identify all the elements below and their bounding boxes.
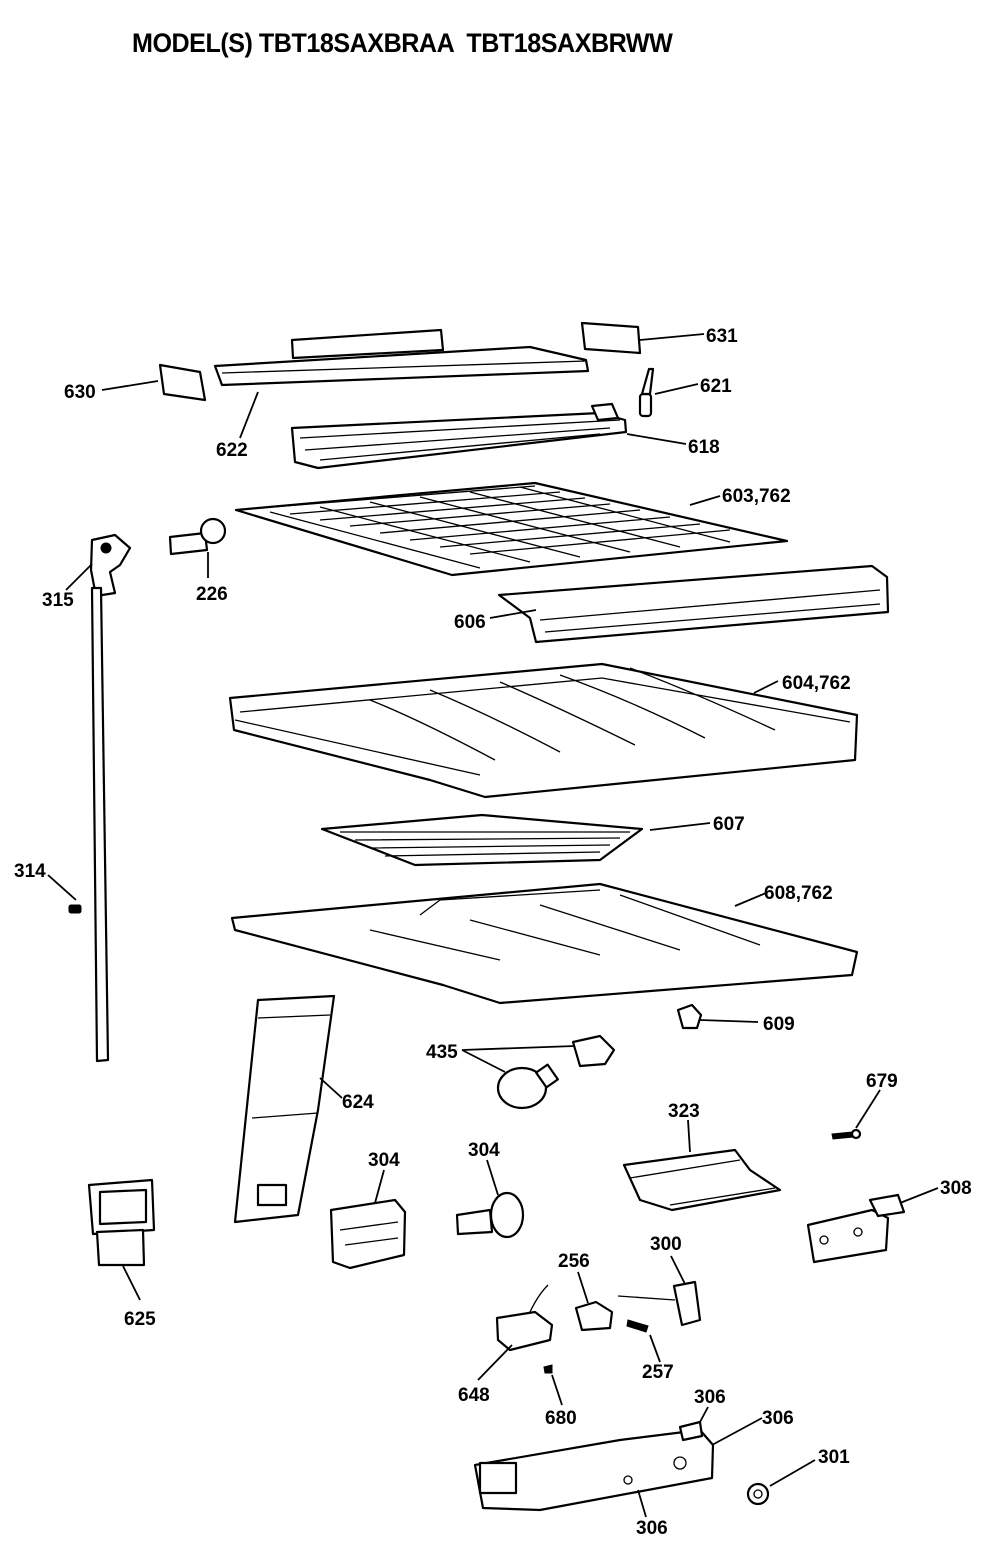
part-301-grommet bbox=[746, 1482, 770, 1506]
label-604-762: 604,762 bbox=[782, 673, 851, 694]
label-308: 308 bbox=[940, 1178, 972, 1199]
label-680: 680 bbox=[545, 1408, 577, 1429]
label-226: 226 bbox=[196, 584, 228, 605]
label-603-762: 603,762 bbox=[722, 486, 791, 507]
label-679: 679 bbox=[866, 1071, 898, 1092]
part-314-clip bbox=[68, 904, 82, 914]
part-625-switch bbox=[87, 1178, 156, 1267]
part-257-screw bbox=[626, 1319, 649, 1333]
leader-609 bbox=[699, 1019, 759, 1023]
label-609: 609 bbox=[763, 1014, 795, 1035]
leader-621 bbox=[654, 383, 699, 395]
part-621-pin bbox=[638, 367, 655, 418]
leader-631 bbox=[639, 333, 705, 341]
leader-603-762 bbox=[689, 495, 721, 506]
leader-618 bbox=[626, 433, 687, 445]
part-315-hinge bbox=[89, 533, 132, 598]
leader-314 bbox=[47, 874, 77, 901]
leader-257 bbox=[649, 1334, 661, 1363]
label-257: 257 bbox=[642, 1362, 674, 1383]
leader-606 bbox=[489, 609, 537, 619]
part-306-bracket bbox=[473, 1420, 715, 1512]
part-435-light-bulb bbox=[496, 1063, 559, 1110]
part-304-thermostat-housing bbox=[329, 1198, 407, 1270]
leader-306a bbox=[699, 1406, 709, 1423]
leader-256 bbox=[577, 1271, 589, 1304]
leader-306b bbox=[711, 1417, 763, 1446]
part-603-wire-shelf bbox=[234, 481, 789, 577]
label-306c: 306 bbox=[636, 1518, 668, 1539]
leader-306c bbox=[637, 1489, 647, 1518]
leader-301 bbox=[769, 1459, 816, 1487]
label-301: 301 bbox=[818, 1447, 850, 1468]
part-604-shelf bbox=[228, 662, 859, 799]
leader-435 bbox=[461, 1045, 576, 1073]
label-435: 435 bbox=[426, 1042, 458, 1063]
part-607-mesh-panel bbox=[320, 813, 644, 867]
part-679-screw bbox=[831, 1128, 862, 1140]
label-607: 607 bbox=[713, 814, 745, 835]
leader-323 bbox=[687, 1119, 691, 1153]
part-624-light-shield bbox=[233, 994, 336, 1224]
part-608-shelf bbox=[230, 882, 859, 1005]
leader-308 bbox=[899, 1187, 939, 1204]
part-435-socket bbox=[571, 1034, 616, 1068]
label-624: 624 bbox=[342, 1092, 374, 1113]
label-306a: 306 bbox=[694, 1387, 726, 1408]
leader-624 bbox=[319, 1077, 343, 1099]
label-323: 323 bbox=[668, 1101, 700, 1122]
leader-625 bbox=[122, 1265, 141, 1301]
part-308-bracket bbox=[806, 1193, 906, 1264]
part-648-motor bbox=[495, 1284, 554, 1352]
leader-315 bbox=[65, 563, 93, 591]
label-608-762: 608,762 bbox=[764, 883, 833, 904]
label-606: 606 bbox=[454, 612, 486, 633]
leader-300 bbox=[670, 1255, 686, 1285]
label-621: 621 bbox=[700, 376, 732, 397]
label-304a: 304 bbox=[368, 1150, 400, 1171]
leader-679 bbox=[855, 1089, 881, 1129]
label-315: 315 bbox=[42, 590, 74, 611]
leader-304b bbox=[486, 1159, 499, 1196]
leader-607 bbox=[649, 822, 711, 831]
part-680-screw bbox=[543, 1364, 553, 1374]
label-618: 618 bbox=[688, 437, 720, 458]
part-618-bracket bbox=[290, 402, 628, 470]
label-304b: 304 bbox=[468, 1140, 500, 1161]
part-300-compressor-part bbox=[617, 1280, 702, 1327]
label-625: 625 bbox=[124, 1309, 156, 1330]
leader-604-762 bbox=[753, 680, 779, 694]
leader-304a bbox=[374, 1169, 385, 1204]
label-630: 630 bbox=[64, 382, 96, 403]
part-rod bbox=[90, 586, 110, 1063]
label-648: 648 bbox=[458, 1385, 490, 1406]
label-256: 256 bbox=[558, 1251, 590, 1272]
label-631: 631 bbox=[706, 326, 738, 347]
leader-630 bbox=[101, 380, 159, 391]
part-256-relay bbox=[574, 1300, 614, 1332]
part-630-cover bbox=[158, 363, 207, 402]
part-304-thermostat bbox=[455, 1191, 525, 1239]
diagram-title: MODEL(S) TBT18SAXBRAA TBT18SAXBRWW bbox=[132, 28, 673, 58]
leader-648 bbox=[477, 1344, 513, 1381]
label-314: 314 bbox=[14, 861, 46, 882]
leader-680 bbox=[551, 1374, 563, 1406]
part-622-top-cover bbox=[213, 328, 590, 387]
part-631-cover bbox=[580, 321, 642, 355]
leader-622 bbox=[239, 391, 259, 439]
label-300: 300 bbox=[650, 1234, 682, 1255]
leader-608-762 bbox=[734, 892, 767, 907]
label-306b: 306 bbox=[762, 1408, 794, 1429]
label-622: 622 bbox=[216, 440, 248, 461]
part-609-clip bbox=[676, 1003, 703, 1030]
part-323-control-housing bbox=[622, 1148, 782, 1212]
part-226-pivot bbox=[168, 517, 227, 556]
part-606-drawer-front bbox=[497, 564, 890, 644]
